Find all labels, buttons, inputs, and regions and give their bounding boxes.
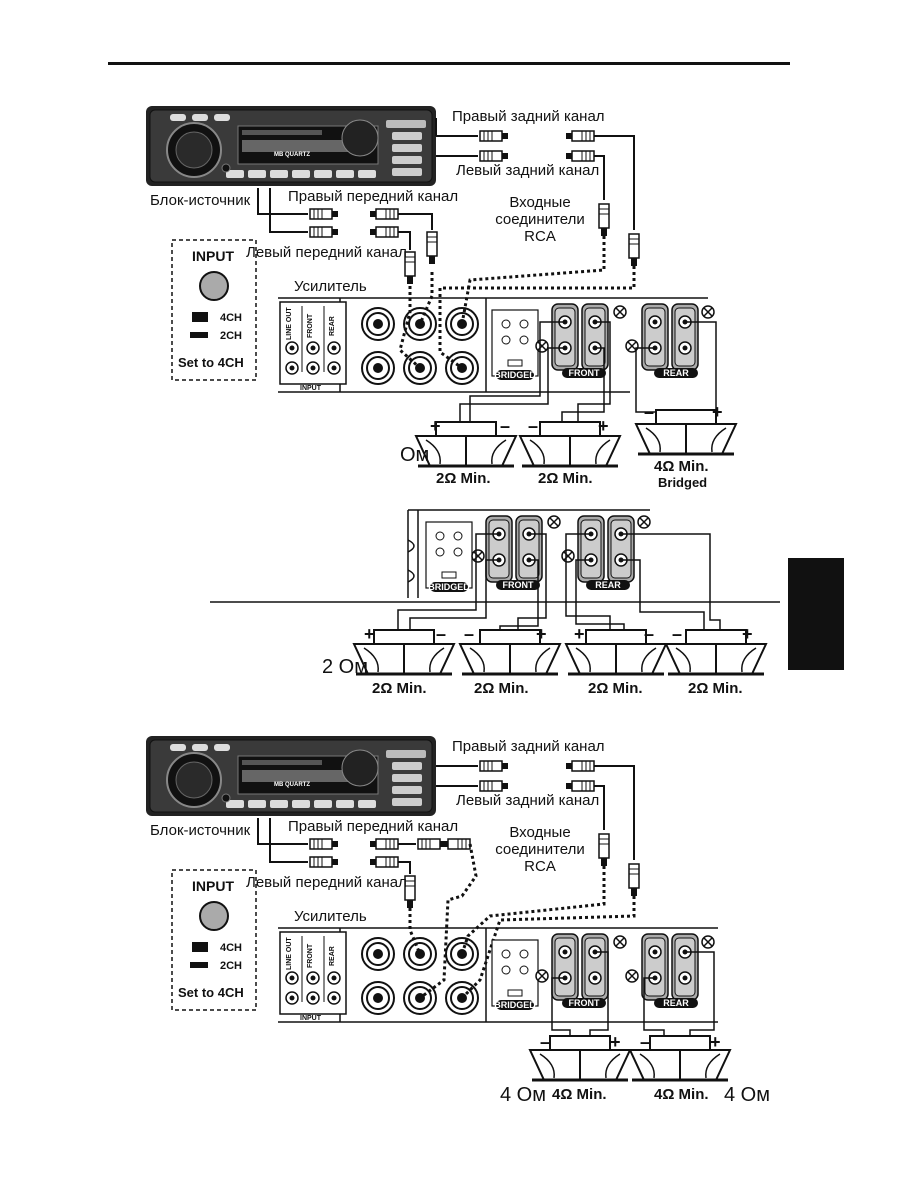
front-rca-cables-1 xyxy=(257,188,438,285)
diagram-1 xyxy=(145,105,738,468)
rca-label-1: Входные соединители RCA xyxy=(495,194,585,245)
input-selector-box-3 xyxy=(171,869,257,1011)
spk-1c-rating: 4Ω Min. xyxy=(654,458,709,475)
opt-4ch-1: 4CH xyxy=(220,312,243,324)
plus-1c: + xyxy=(712,402,723,422)
rear-right-label-1: Правый задний канал xyxy=(452,108,605,125)
bridged-label-3: BRIDGED xyxy=(494,1000,536,1010)
rear-vert-label-3: REAR xyxy=(329,946,336,966)
rear-rca-cables-3 xyxy=(436,760,640,897)
brand-label-1: MB QUARTZ xyxy=(274,152,310,158)
front-label-1: FRONT xyxy=(569,368,600,378)
rca-label-3: Входные соединители RCA xyxy=(495,824,585,875)
minus-3b: – xyxy=(640,1032,651,1052)
front-label-3: FRONT xyxy=(569,998,600,1008)
spk-1c-bridged: Bridged xyxy=(658,475,708,490)
minus-2b: – xyxy=(464,624,475,644)
line-out-label-1: LINE OUT xyxy=(286,307,293,340)
front-rca-cables-3 xyxy=(257,818,471,909)
plus-2a: + xyxy=(364,624,375,644)
minus-2a: – xyxy=(436,624,447,644)
minus-1a: – xyxy=(500,416,511,436)
source-label-1: Блок-источник xyxy=(150,192,251,209)
opt-2ch-1: 2CH xyxy=(220,330,243,342)
front-left-label-1: Левый передний канал xyxy=(246,244,407,261)
minus-1b: – xyxy=(528,416,539,436)
spk-3a-rating: 4Ω Min. xyxy=(552,1086,607,1103)
minus-2d: – xyxy=(672,624,683,644)
rear-label-3: REAR xyxy=(663,998,689,1008)
spk-3b-rating: 4Ω Min. xyxy=(654,1086,709,1103)
plus-2b: + xyxy=(536,624,547,644)
set-4ch-3: Set to 4CH xyxy=(178,985,244,1000)
ohm-label-2: 2 Ом xyxy=(322,656,368,678)
front-right-label-1: Правый передний канал xyxy=(288,188,459,205)
opt-4ch-3: 4CH xyxy=(220,942,243,954)
plus-2d: + xyxy=(742,624,753,644)
ohm-right-3: 4 Ом xyxy=(724,1084,770,1106)
rear-left-label-3: Левый задний канал xyxy=(456,792,600,809)
line-out-label-3: LINE OUT xyxy=(286,937,293,970)
input-small-label-3: INPUT xyxy=(300,1015,322,1022)
plus-3a: + xyxy=(610,1032,621,1052)
bridged-label-2: BRIDGED xyxy=(428,582,470,592)
plus-2c: + xyxy=(574,624,585,644)
spk-1b-rating: 2Ω Min. xyxy=(538,470,593,487)
partial-ohm-1: Ом xyxy=(400,444,430,466)
front-vert-label-3: FRONT xyxy=(307,943,314,968)
rear-label-2: REAR xyxy=(595,580,621,590)
rear-right-label-3: Правый задний канал xyxy=(452,738,605,755)
head-unit-1 xyxy=(145,105,437,187)
bridged-label-1: BRIDGED xyxy=(494,370,536,380)
input-title-3: INPUT xyxy=(192,878,234,894)
input-title-1: INPUT xyxy=(192,248,234,264)
diagram-3 xyxy=(145,735,732,1082)
head-unit-3 xyxy=(145,735,437,817)
front-right-label-3: Правый передний канал xyxy=(288,818,459,835)
plus-3b: + xyxy=(710,1032,721,1052)
front-left-label-3: Левый передний канал xyxy=(246,874,407,891)
rear-vert-label-1: REAR xyxy=(329,316,336,336)
set-4ch-1: Set to 4CH xyxy=(178,355,244,370)
ohm-left-3: 4 Ом xyxy=(500,1084,546,1106)
brand-label-3: MB QUARTZ xyxy=(274,782,310,788)
amplifier-label-1: Усилитель xyxy=(294,278,367,295)
input-selector-box-1 xyxy=(171,239,257,381)
top-rule xyxy=(108,62,790,65)
minus-3a: – xyxy=(540,1032,551,1052)
section-tab xyxy=(788,558,844,670)
spk-1a-rating: 2Ω Min. xyxy=(436,470,491,487)
plus-1b: + xyxy=(598,416,609,436)
rear-rca-cables-1 xyxy=(435,118,640,267)
rear-left-label-1: Левый задний канал xyxy=(456,162,600,179)
source-label-3: Блок-источник xyxy=(150,822,251,839)
plus-1a: + xyxy=(430,416,441,436)
spk-2d-rating: 2Ω Min. xyxy=(688,680,743,697)
diagram-2 xyxy=(210,509,780,676)
front-label-2: FRONT xyxy=(503,580,534,590)
rear-label-1: REAR xyxy=(663,368,689,378)
input-small-label-1: INPUT xyxy=(300,385,322,392)
minus-2c: – xyxy=(644,624,655,644)
opt-2ch-3: 2CH xyxy=(220,960,243,972)
spk-2a-rating: 2Ω Min. xyxy=(372,680,427,697)
spk-2b-rating: 2Ω Min. xyxy=(474,680,529,697)
amplifier-label-3: Усилитель xyxy=(294,908,367,925)
front-vert-label-1: FRONT xyxy=(307,313,314,338)
minus-1c: – xyxy=(644,402,655,422)
spk-2c-rating: 2Ω Min. xyxy=(588,680,643,697)
